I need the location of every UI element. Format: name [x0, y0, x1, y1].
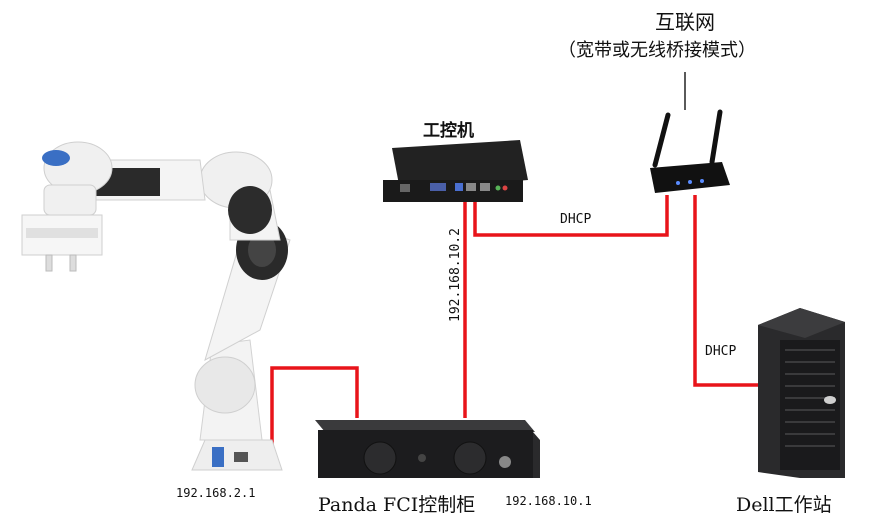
- robot-ip-label: 192.168.2.1: [176, 486, 256, 500]
- robot-arm-image: [21, 141, 291, 471]
- dhcp-dell-label: DHCP: [705, 344, 737, 359]
- ipc-label: 工控机: [423, 121, 474, 141]
- dell-label: Dell工作站: [736, 494, 832, 516]
- dhcp-ipc-label: DHCP: [560, 212, 592, 227]
- internet-mode-label: （宽带或无线桥接模式）: [558, 40, 756, 61]
- controller-box-image: [315, 420, 540, 478]
- cable-ipc-router: [473, 195, 669, 237]
- dell-workstation-image: [758, 308, 845, 478]
- internet-label: 互联网: [655, 10, 715, 34]
- controller-ip-label: 192.168.10.1: [505, 494, 592, 508]
- ipc-ip-label: 192.168.10.2: [448, 228, 463, 322]
- industrial-pc-image: [383, 140, 528, 202]
- cable-robot-controller: [270, 366, 359, 466]
- controller-label: Panda FCI控制柜: [318, 494, 476, 516]
- ethernet-cables: [270, 195, 758, 466]
- cable-router-dell: [693, 195, 758, 387]
- router-image: [650, 109, 730, 193]
